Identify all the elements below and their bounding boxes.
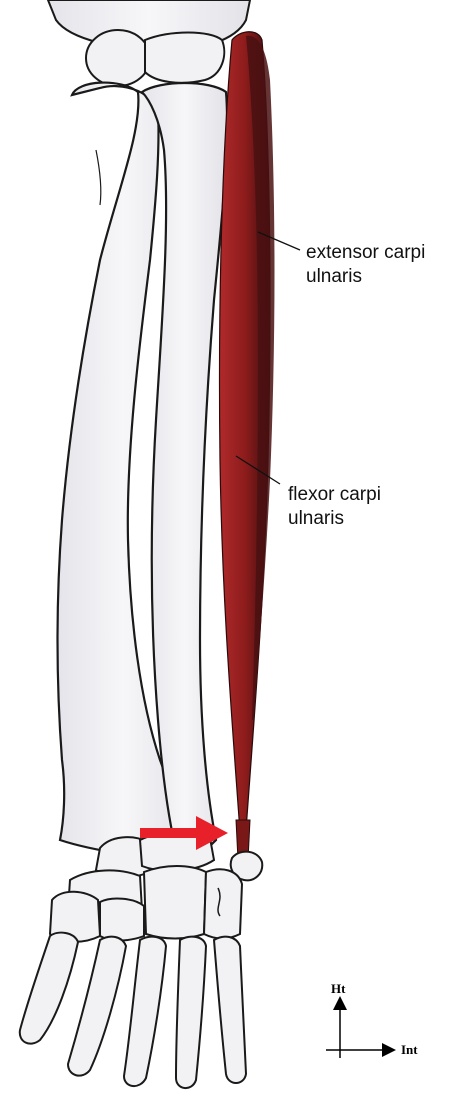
trochlea-bone	[145, 33, 224, 83]
metacarpal-5	[214, 937, 246, 1083]
metacarpal-4	[176, 937, 206, 1088]
vertical-axis-arrowhead	[333, 996, 347, 1010]
horizontal-axis-arrowhead	[382, 1043, 396, 1057]
trapezoid-bone	[100, 899, 144, 941]
metacarpal-1	[20, 933, 78, 1044]
hamate-bone	[204, 869, 242, 938]
capitulum-bone	[86, 30, 150, 86]
horizontal-axis-label: Int	[401, 1042, 418, 1057]
metacarpal-3	[124, 937, 166, 1086]
vertical-axis-label: Ht	[331, 981, 346, 996]
flexor-label-line2: ulnaris	[288, 508, 344, 529]
extensor-label-line2: ulnaris	[306, 266, 362, 287]
extensor-label-line1: extensor carpi	[306, 242, 425, 263]
orientation-axes: Ht Int	[326, 981, 418, 1058]
metacarpal-2	[68, 937, 126, 1076]
flexor-label-line1: flexor carpi	[288, 484, 381, 505]
capitate-bone	[144, 866, 206, 939]
radius-ridge-line	[96, 150, 101, 205]
